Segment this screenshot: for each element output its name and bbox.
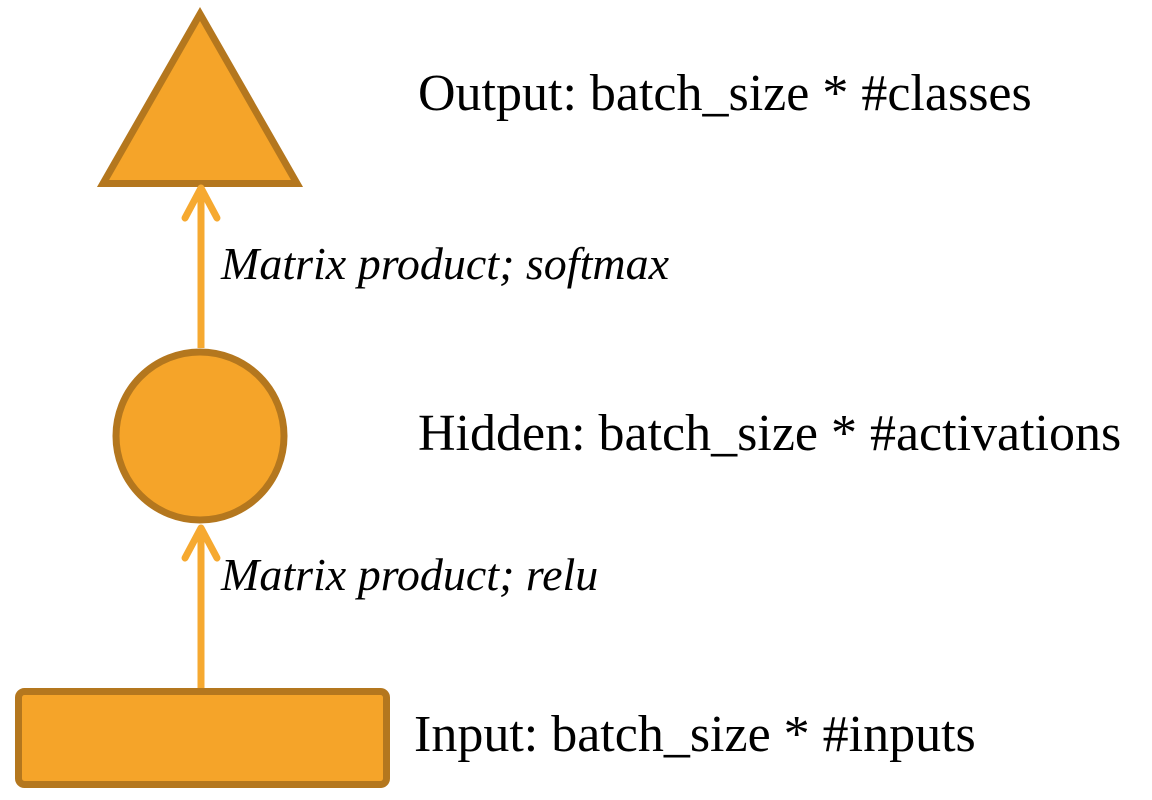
relu-edge-label: Matrix product; relu: [221, 549, 599, 600]
relu-arrow: [181, 524, 221, 690]
hidden-layer-label: Hidden: batch_size * #activations: [418, 405, 1122, 462]
output-triangle-shape: [96, 6, 304, 187]
softmax-arrowhead-icon: [181, 184, 221, 222]
softmax-arrow: [181, 184, 221, 348]
input-layer-label: Input: batch_size * #inputs: [414, 706, 976, 763]
hidden-circle-shape: [112, 348, 288, 524]
input-rectangle-shape: [15, 688, 390, 788]
output-layer-label: Output: batch_size * #classes: [418, 65, 1032, 122]
softmax-edge-label: Matrix product; softmax: [221, 238, 670, 289]
relu-arrowhead-icon: [181, 524, 221, 562]
